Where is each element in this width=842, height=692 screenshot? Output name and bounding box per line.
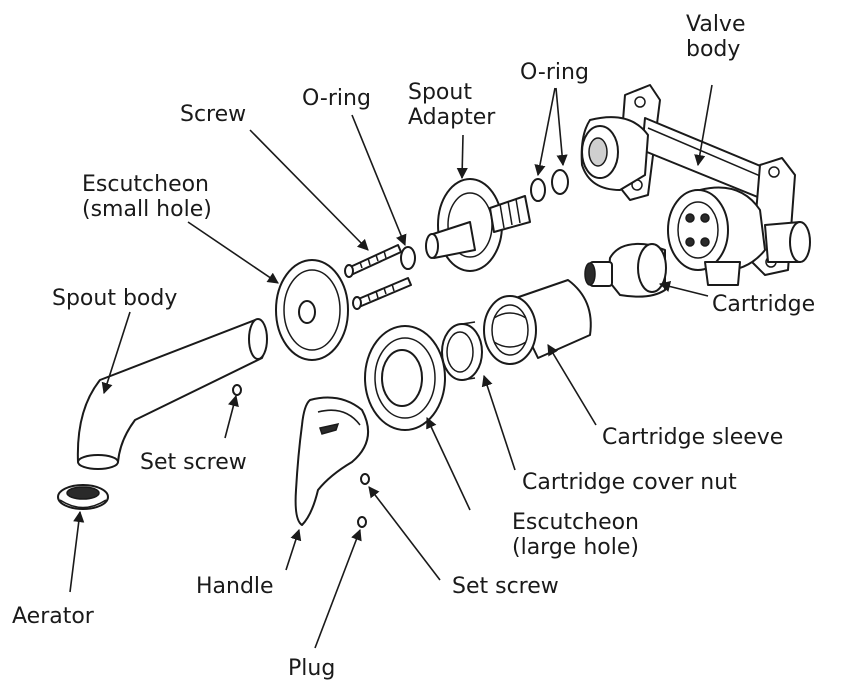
- handle-part: [294, 396, 370, 526]
- label-cartridge-sleeve: Cartridge sleeve: [602, 425, 784, 450]
- label-spout-adapter: Spout Adapter: [408, 80, 496, 130]
- label-escutcheon-small: Escutcheon (small hole): [82, 172, 212, 222]
- set-screw-spout-part: [232, 384, 242, 396]
- label-spout-body: Spout body: [52, 286, 178, 311]
- set-screw-handle-part: [360, 473, 370, 485]
- spout-body-part: [76, 318, 268, 470]
- leader-spout-adapter: [456, 134, 468, 180]
- label-o-ring-right: O-ring: [520, 60, 589, 85]
- leader-o-ring-right-b: [555, 87, 568, 167]
- label-o-ring-left: O-ring: [302, 86, 371, 111]
- screws-part: [344, 244, 412, 310]
- label-escutcheon-large: Escutcheon (large hole): [512, 510, 640, 560]
- label-set-screw-handle: Set screw: [452, 574, 559, 599]
- o-ring-right-a-part: [530, 178, 546, 202]
- leader-aerator: [69, 510, 85, 593]
- leader-escutcheon-large: [426, 416, 471, 511]
- spout-adapter-part: [425, 178, 531, 272]
- label-set-screw-spout: Set screw: [140, 450, 247, 475]
- o-ring-right-b-part: [551, 169, 569, 195]
- cartridge-sleeve-part: [483, 279, 592, 365]
- leader-o-ring-left: [351, 114, 407, 247]
- label-plug: Plug: [288, 656, 336, 681]
- cartridge-cover-nut-part: [441, 321, 483, 381]
- leader-spout-body: [101, 311, 131, 395]
- label-aerator: Aerator: [12, 604, 94, 629]
- leader-valve-body: [694, 84, 713, 167]
- plug-part: [357, 516, 367, 528]
- leader-handle: [285, 528, 302, 571]
- cartridge-part: [584, 242, 667, 298]
- leader-set-screw-spout: [224, 394, 239, 439]
- label-handle: Handle: [196, 574, 274, 599]
- label-cartridge-cover-nut: Cartridge cover nut: [522, 470, 737, 495]
- leader-cartridge-sleeve: [547, 344, 597, 426]
- aerator-part: [57, 484, 109, 510]
- leader-set-screw-handle: [368, 486, 441, 581]
- leader-cartridge: [658, 281, 709, 297]
- escutcheon-small-hole-part: [275, 259, 349, 361]
- escutcheon-large-hole-part: [364, 325, 446, 431]
- label-screw: Screw: [180, 102, 247, 127]
- label-valve-body: Valve body: [686, 12, 746, 62]
- leader-o-ring-right-a: [534, 87, 556, 177]
- leader-plug: [314, 528, 362, 649]
- leader-screw: [249, 129, 369, 251]
- o-ring-left-part: [400, 246, 416, 270]
- valve-body-part: [580, 84, 811, 286]
- leader-escutcheon-small: [187, 221, 279, 284]
- label-cartridge: Cartridge: [712, 292, 816, 317]
- leader-cartridge-cover-nut: [481, 374, 516, 471]
